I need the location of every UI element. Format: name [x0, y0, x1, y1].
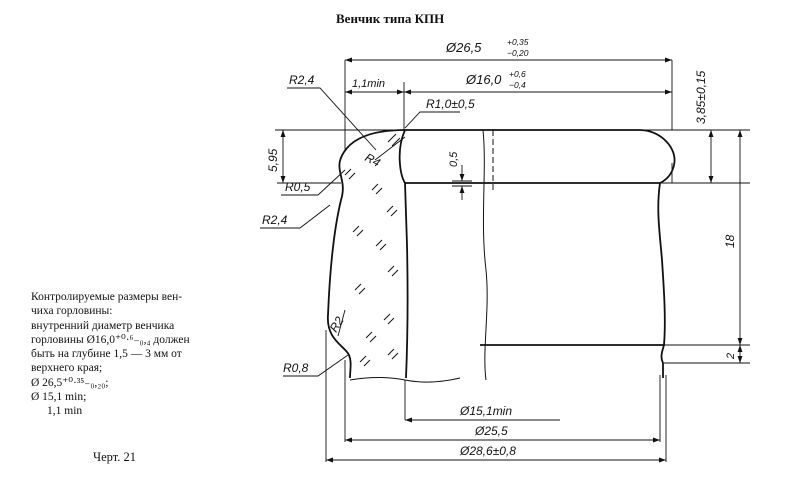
dimension-lines [280, 57, 743, 463]
dim-inner-text: Ø16,0 [465, 72, 502, 87]
break-lines [349, 129, 494, 383]
dimension-texts: Ø26,5 +0,35 −0,20 Ø16,0 +0,6 −0,4 1,1min… [266, 37, 737, 458]
note-line: внутренний диаметр венчика [31, 319, 175, 332]
leader-lines [260, 87, 460, 377]
dim-outer-top-tol-dn: −0,20 [507, 48, 529, 58]
r-base-corner: R0,8 [283, 361, 309, 375]
left-outer-profile [327, 129, 406, 379]
r-top-left: R2,4 [289, 73, 315, 87]
dim-wall-min-text: 1,1min [352, 78, 385, 90]
r-neck: R0,5 [285, 180, 311, 194]
r-top-right: R1,0±0,5 [426, 97, 475, 111]
note-line: Ø 26,5⁺⁰·³⁵₋₀,₂₀; [31, 376, 109, 389]
r-neck-lower: R2,4 [262, 213, 288, 227]
part-outline [327, 129, 676, 379]
dim-h-total-text: 18 [723, 234, 737, 248]
note-line: верхнего края; [31, 362, 103, 375]
section-hatching [344, 133, 401, 367]
dim-bore-text: Ø15,1min [459, 404, 512, 418]
note-line: чиха горловины: [31, 305, 113, 318]
dim-gap-text: 0,5 [448, 151, 460, 167]
extension-lines [275, 60, 750, 462]
dim-body-text: Ø25,5 [474, 424, 508, 438]
dim-outer-top-text: Ø26,5 [445, 40, 482, 55]
inner-wall [398, 129, 409, 379]
dim-h-bottom-text: 2 [725, 353, 737, 360]
radius-labels: R2,4 R1,0±0,5 R4 R0,5 R2,4 R2 R0,8 [262, 73, 475, 375]
dim-bead-text: 5,95 [266, 148, 280, 172]
right-outer-profile [657, 182, 666, 378]
note-line: 1,1 min [47, 405, 83, 418]
dim-h-top-text: 3,85±0,15 [694, 70, 708, 124]
note-line: быть на глубине 1,5 — 3 мм от [31, 348, 182, 361]
r-inner-4: R4 [363, 150, 383, 170]
note-line: Контролируемые размеры вен- [31, 291, 183, 303]
note-line: горловины Ø16,0⁺⁰·⁶₋₀,₄ должен [31, 333, 190, 346]
control-notes: Контролируемые размеры вен- чиха горлови… [31, 290, 221, 419]
figure-caption: Черт. 21 [93, 450, 137, 464]
dim-outer-top-tol-up: +0,35 [507, 37, 529, 47]
dim-inner-tol-up: +0,6 [509, 69, 526, 79]
note-line: Ø 15,1 min; [31, 391, 87, 404]
drawing-title: Венчик типа КПН [336, 11, 444, 26]
right-bead [639, 129, 676, 184]
dim-inner-tol-dn: −0,4 [509, 80, 526, 90]
dim-base-text: Ø28,6±0,8 [459, 444, 516, 458]
